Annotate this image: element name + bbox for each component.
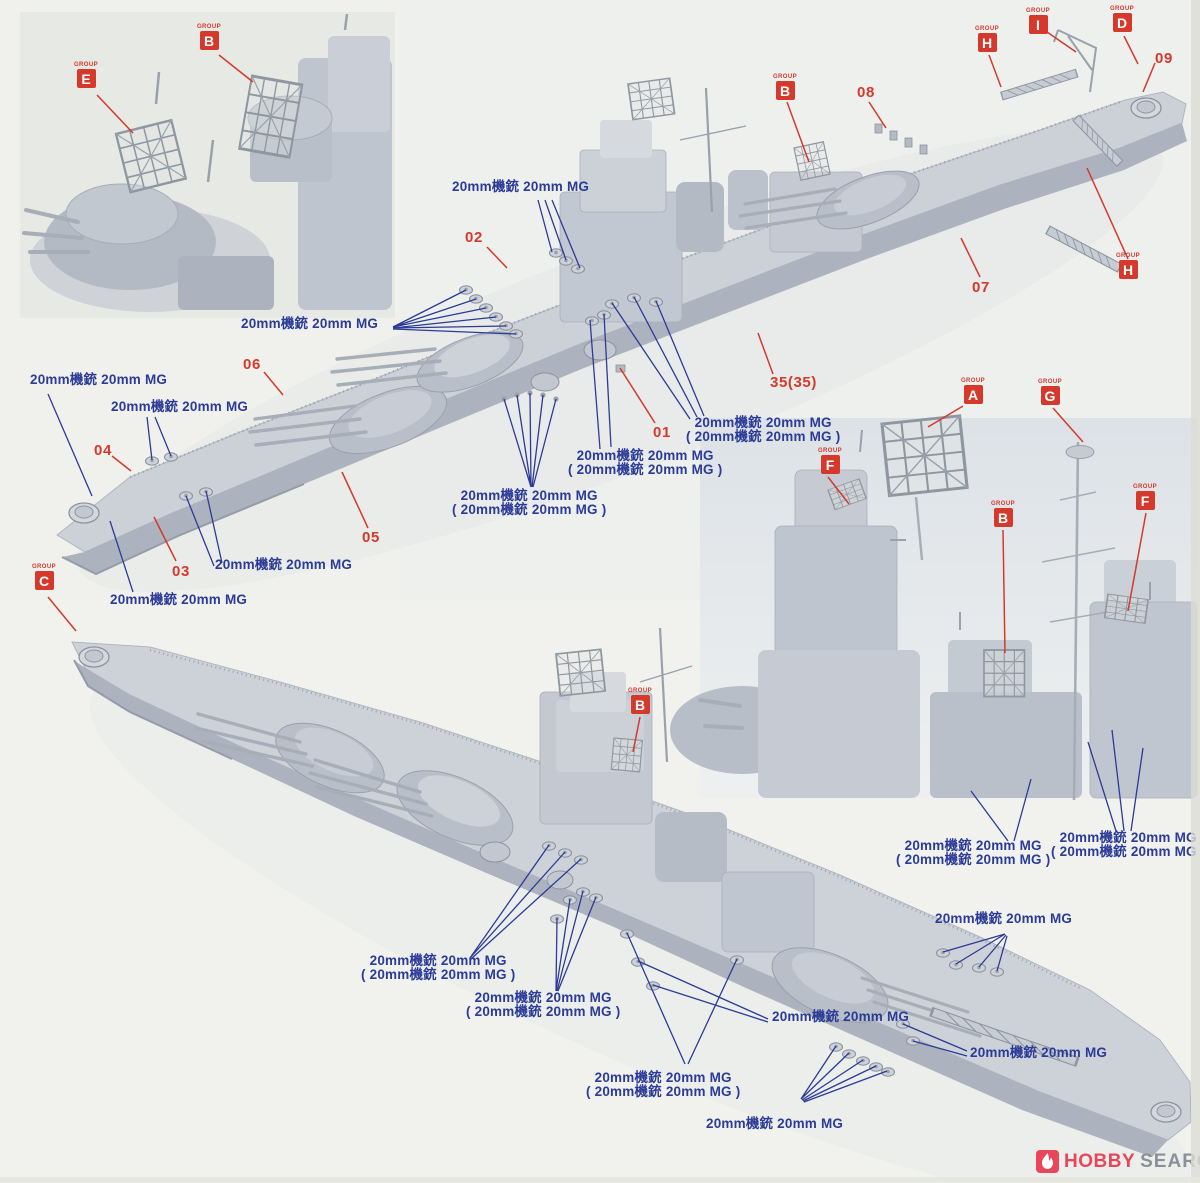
mg-annotation-1: 20mm機銃 20mm MG [452,179,590,194]
scan-edge-bottom [0,1177,1200,1183]
part-number-09: 09 [1155,50,1173,67]
part-number-08: 08 [857,84,875,101]
top-ship-photo [56,29,1187,592]
pe-radar-a [880,414,969,498]
pe-rack-b-target [983,649,1026,698]
mg-annotation-7: 20mm機銃 20mm MG( 20mm機銃 20mm MG ) [686,415,841,444]
crow-nest-g-target [1065,445,1095,459]
mg-annotation-3: 20mm機銃 20mm MG [30,372,168,387]
part-number-35: 35(35) [770,374,817,391]
part-number-04: 04 [94,442,112,459]
top-left-inset-photo [20,12,395,318]
part-number-05: 05 [362,529,380,546]
hobbysearch-logo: HOBBY SEARCH [1036,1150,1200,1173]
part-number-02: 02 [465,229,483,246]
leader-lines-red [47,31,1156,753]
scan-edge-right [1191,0,1200,1183]
mg-annotation-6: 20mm機銃 20mm MG [110,592,248,607]
mg-annotation-11: 20mm機銃 20mm MG( 20mm機銃 20mm MG ) [1051,830,1200,859]
mg-annotation-5: 20mm機銃 20mm MG [215,557,353,572]
pe-part-f2 [1103,593,1149,625]
pe-radar-b-lower-target [610,737,644,773]
mg-annotation-16: 20mm機銃 20mm MG( 20mm機銃 20mm MG ) [586,1070,741,1099]
mg-annotation-4: 20mm機銃 20mm MG [111,399,249,414]
pe-radar-b-target [793,141,831,181]
mg-annotation-10: 20mm機銃 20mm MG( 20mm機銃 20mm MG ) [896,838,1051,867]
mainmast-pole [1072,441,1080,801]
logo-brand-text-2: SEARCH [1140,1150,1200,1172]
mg-annotation-18: 20mm機銃 20mm MG [706,1116,844,1131]
mg-annotation-17: 20mm機銃 20mm MG [970,1045,1108,1060]
mg-annotation-8: 20mm機銃 20mm MG( 20mm機銃 20mm MG ) [568,448,723,477]
stern-crane [1053,29,1098,93]
bottom-ship-photo [71,627,1192,1183]
mg-annotation-2: 20mm機銃 20mm MG [241,316,379,331]
right-inset-photo [670,414,1198,801]
flame-icon [1036,1150,1059,1173]
mg-annotation-13: 20mm機銃 20mm MG( 20mm機銃 20mm MG ) [361,953,516,982]
mg-annotation-9: 20mm機銃 20mm MG( 20mm機銃 20mm MG ) [452,488,607,517]
logo-brand-text: HOBBY [1064,1150,1136,1172]
part-number-07: 07 [972,279,990,296]
mg-annotation-12: 20mm機銃 20mm MG [935,911,1073,926]
mg-annotation-14: 20mm機銃 20mm MG( 20mm機銃 20mm MG ) [466,990,621,1019]
part-number-01: 01 [653,424,671,441]
leader-lines-blue [47,199,1144,1103]
mg-annotation-15: 20mm機銃 20mm MG [772,1009,910,1024]
part-number-03: 03 [172,563,190,580]
part-number-06: 06 [243,356,261,373]
